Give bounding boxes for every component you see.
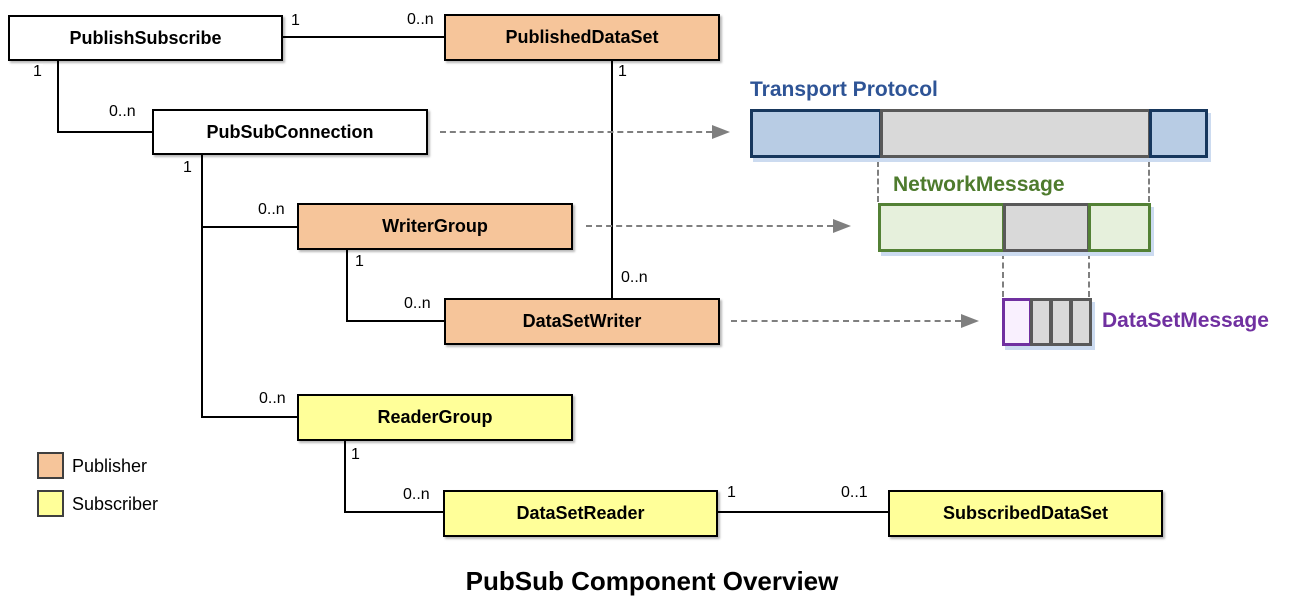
node-data-set-writer: DataSetWriter [444, 298, 720, 345]
connector-pubsubconnection-trunk [201, 155, 203, 418]
cardinality-label: 1 [290, 12, 301, 29]
legend-label-publisher: Publisher [72, 456, 148, 476]
dashed-arrow-writergroup-to-networkmessage [586, 225, 833, 227]
cardinality-label: 1 [32, 63, 43, 80]
legend-label-subscriber: Subscriber [72, 494, 159, 514]
node-label: PublishSubscribe [69, 27, 222, 48]
transport-protocol-label: Transport Protocol [750, 78, 938, 101]
dataset-message-bar [1002, 298, 1092, 346]
dashed-guide-network-right [1088, 253, 1090, 297]
connector-pubsubconnection-writergroup [201, 226, 297, 228]
node-published-data-set: PublishedDataSet [444, 14, 720, 61]
cardinality-label: 0..n [406, 11, 435, 28]
transport-protocol-bar [750, 109, 1208, 158]
node-label: WriterGroup [382, 216, 488, 236]
cardinality-label: 0..n [258, 390, 287, 407]
connector-publishsubscribe-pubsubconnection-h [57, 131, 152, 133]
dashed-arrow-connection-to-transport [440, 131, 712, 133]
dashed-guide-network-left [1002, 253, 1004, 297]
dataset-message-label: DataSetMessage [1102, 309, 1269, 332]
connector-writergroup-datasetwriter-v [346, 250, 348, 322]
node-subscribed-data-set: SubscribedDataSet [888, 490, 1163, 537]
node-reader-group: ReaderGroup [297, 394, 573, 441]
connector-writergroup-datasetwriter-h [346, 320, 444, 322]
node-label: SubscribedDataSet [942, 503, 1109, 523]
cardinality-label: 0..n [403, 295, 432, 312]
dataset-field-segment [1050, 298, 1072, 346]
connector-pubsubconnection-readergroup [201, 416, 297, 418]
network-trailer-segment [1088, 203, 1151, 252]
dataset-field-segment [1070, 298, 1092, 346]
dashed-arrow-datasetwriter-to-datasetmessage [731, 320, 961, 322]
cardinality-label: 1 [354, 253, 365, 270]
arrow-head-icon [833, 219, 851, 233]
diagram-title: PubSub Component Overview [465, 566, 839, 596]
cardinality-label: 0..n [257, 201, 286, 218]
network-message-label: NetworkMessage [893, 173, 1065, 196]
node-publish-subscribe: PublishSubscribe [8, 15, 283, 61]
connector-readergroup-datasetreader-v [344, 441, 346, 513]
transport-payload-segment [880, 109, 1151, 158]
network-header-segment [878, 203, 1005, 252]
transport-header-segment [750, 109, 882, 158]
arrow-head-icon [961, 314, 979, 328]
node-label: PubSubConnection [206, 121, 374, 142]
cardinality-label: 0..1 [840, 484, 869, 501]
dashed-guide-transport-left [877, 161, 879, 202]
network-payload-segment [1003, 203, 1090, 252]
node-data-set-reader: DataSetReader [443, 490, 718, 537]
node-pub-sub-connection: PubSubConnection [152, 109, 428, 155]
cardinality-label: 1 [350, 446, 361, 463]
connector-publishsubscribe-publisheddataset [283, 36, 444, 38]
cardinality-label: 0..n [108, 103, 137, 120]
node-label: DataSetReader [516, 503, 645, 523]
network-message-bar [878, 203, 1151, 252]
arrow-head-icon [712, 125, 730, 139]
node-label: DataSetWriter [522, 311, 642, 331]
dataset-field-segment [1030, 298, 1052, 346]
legend-swatch-subscriber [37, 490, 64, 517]
cardinality-label: 1 [617, 63, 628, 80]
dashed-guide-transport-right [1148, 161, 1150, 202]
node-writer-group: WriterGroup [297, 203, 573, 250]
legend-swatch-publisher [37, 452, 64, 479]
dataset-header-segment [1002, 298, 1032, 346]
connector-readergroup-datasetreader-h [344, 511, 443, 513]
cardinality-label: 0..n [402, 486, 431, 503]
node-label: PublishedDataSet [505, 27, 659, 47]
node-label: ReaderGroup [377, 407, 493, 427]
connector-publisheddataset-datasetwriter [611, 61, 613, 298]
connector-publishsubscribe-pubsubconnection-v [57, 61, 59, 133]
cardinality-label: 1 [726, 484, 737, 501]
cardinality-label: 0..n [620, 269, 649, 286]
transport-trailer-segment [1149, 109, 1208, 158]
connector-datasetreader-subscribeddataset [718, 511, 888, 513]
cardinality-label: 1 [182, 159, 193, 176]
